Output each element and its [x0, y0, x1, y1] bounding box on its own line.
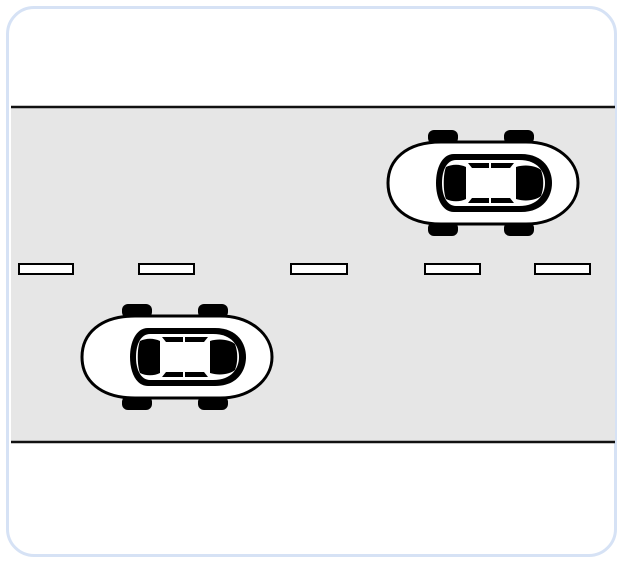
car-upper-lane	[386, 128, 580, 238]
lane-dash	[138, 263, 195, 275]
lane-dash	[534, 263, 591, 275]
car-lower-lane	[80, 302, 274, 412]
lane-dash	[18, 263, 74, 275]
lane-dash	[424, 263, 481, 275]
lane-dash	[290, 263, 348, 275]
lane-markings	[18, 263, 591, 275]
